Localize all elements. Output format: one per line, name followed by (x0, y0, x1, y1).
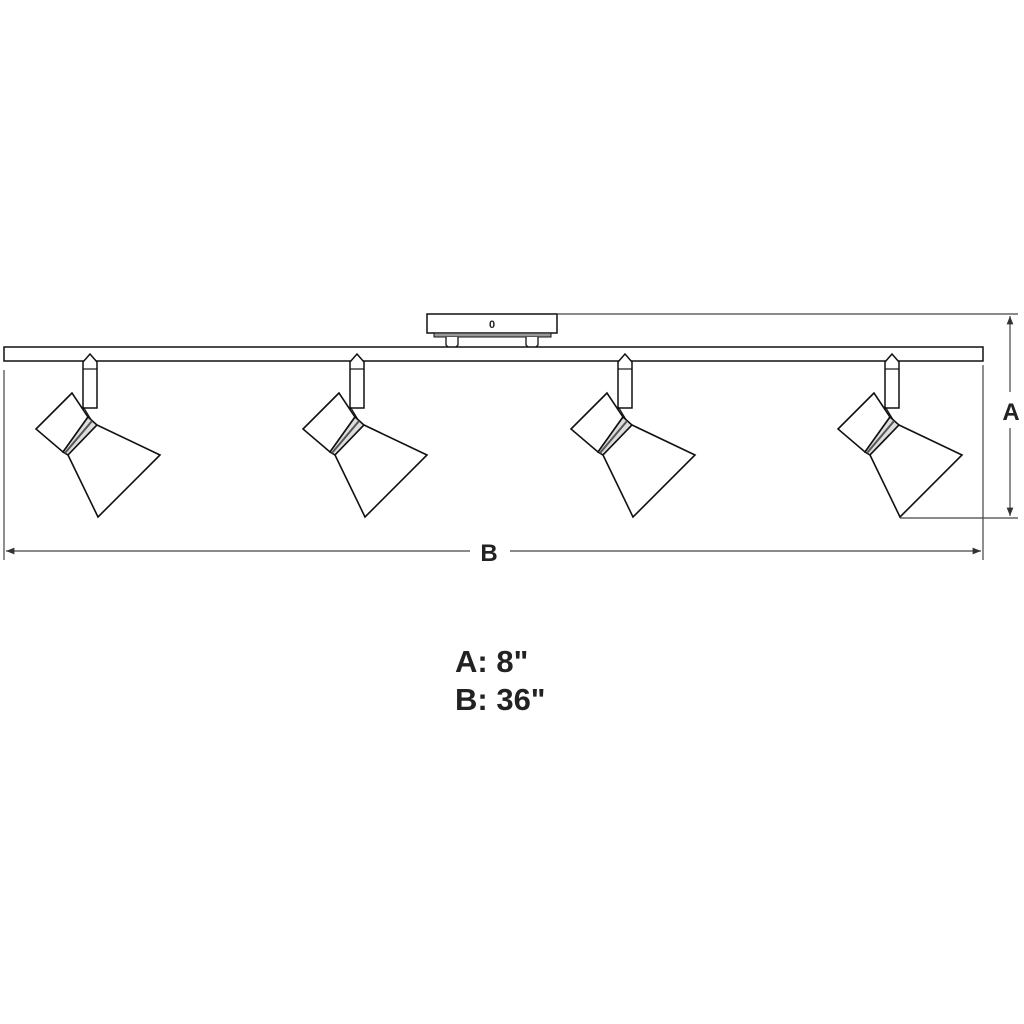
spotlight-1 (35, 353, 161, 518)
spotlight-3 (570, 353, 696, 518)
spec-a: A: 8" (455, 644, 529, 679)
spotlight-4 (837, 353, 963, 518)
dimension-a (557, 313, 1018, 519)
canopy-mark: 0 (489, 319, 495, 331)
spotlight-2 (302, 353, 428, 518)
dimension-b-label: B (480, 540, 497, 567)
ceiling-canopy: 0 (426, 313, 558, 352)
dimension-a-label: A (1002, 399, 1019, 426)
dimension-specs: A: 8" B: 36" (455, 643, 546, 719)
track-bar (3, 346, 984, 362)
spec-b: B: 36" (455, 682, 546, 717)
dimension-b (3, 365, 984, 560)
